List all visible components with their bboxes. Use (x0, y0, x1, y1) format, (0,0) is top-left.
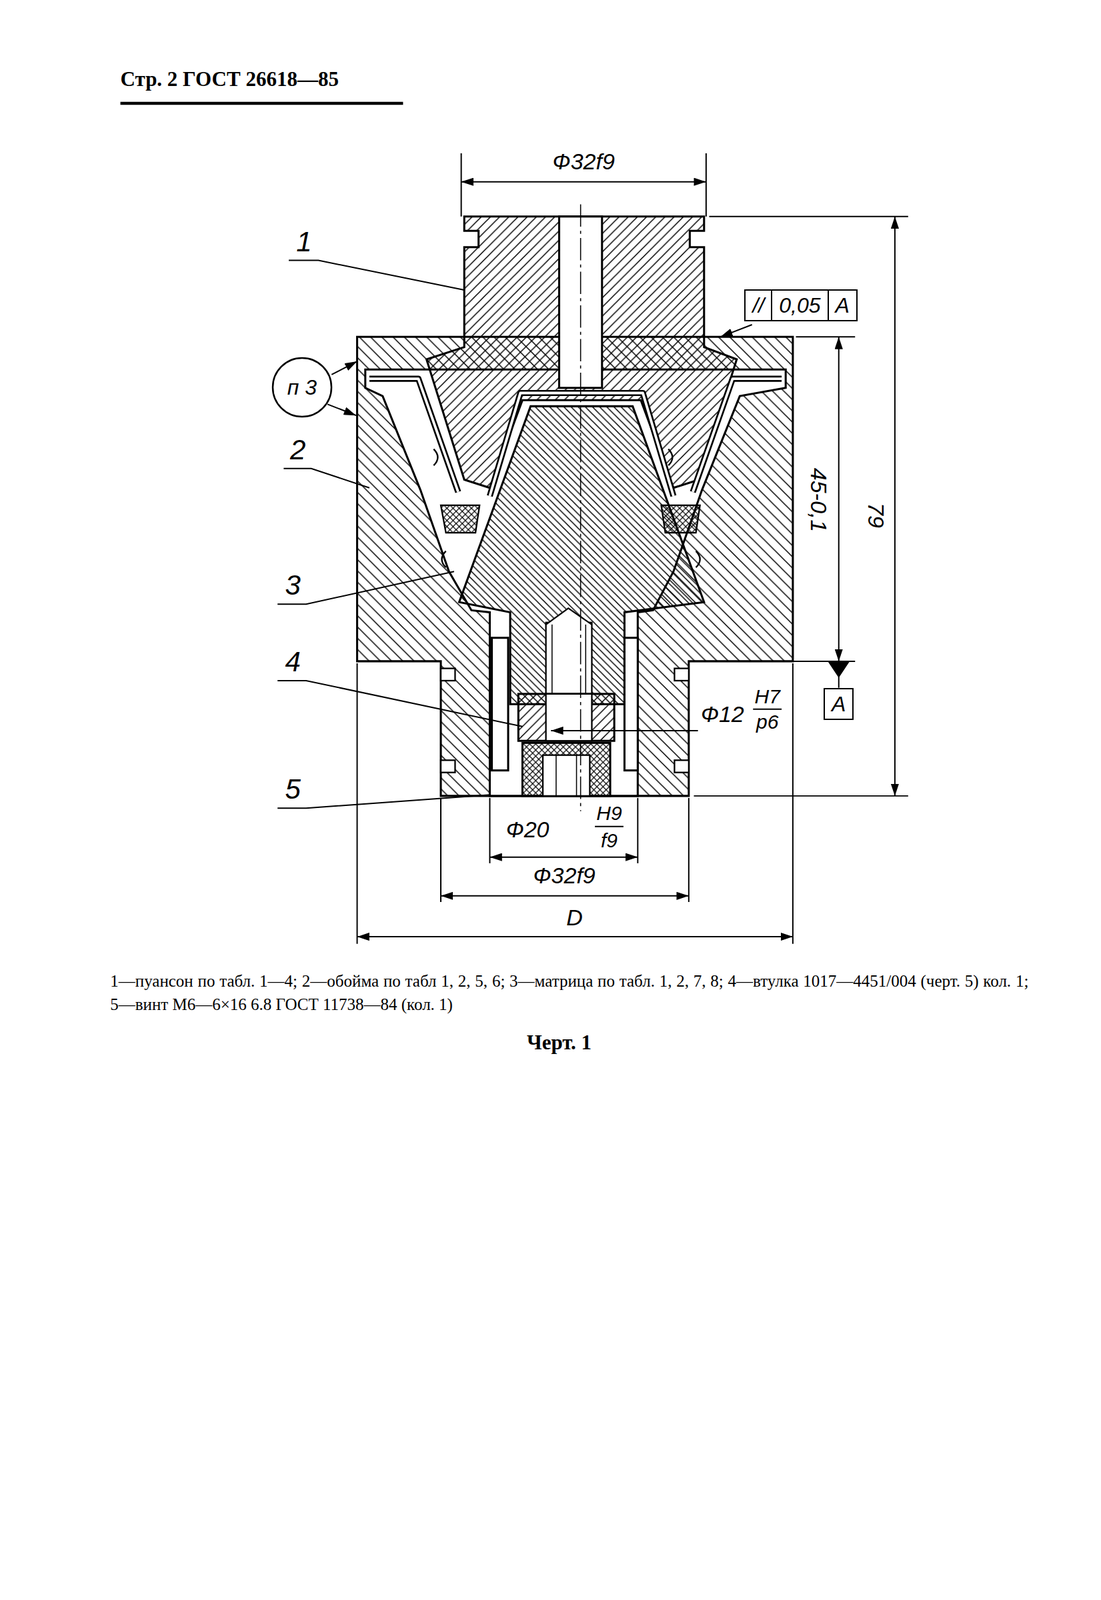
dimension-text: Ф32f9 (552, 148, 615, 175)
fasteners (546, 694, 593, 741)
leader-lines (277, 571, 455, 605)
parts-note: 1—пуансон по табл. 1—4; 2—обойма по табл… (110, 969, 1029, 1017)
fasteners (555, 755, 557, 797)
node-text: A (827, 290, 857, 321)
fasteners (522, 742, 611, 797)
fasteners (546, 608, 593, 625)
fasteners (492, 608, 639, 797)
fit-text: f9 (600, 829, 618, 853)
die-part (440, 406, 705, 705)
fit-text: p6 (756, 710, 779, 734)
datum-symbol (838, 676, 840, 689)
dimension-lines (356, 663, 359, 945)
datum-symbol (828, 661, 849, 689)
dimension-lines (708, 216, 908, 218)
node-text: // (745, 290, 771, 321)
die-part (661, 505, 701, 533)
dimension-lines (894, 216, 896, 797)
datum-box: A (823, 688, 854, 721)
dimension-lines (594, 826, 624, 828)
leader-lines (277, 680, 523, 727)
fasteners (518, 694, 615, 741)
fasteners (542, 755, 590, 797)
fit-text: H7 (754, 685, 780, 709)
leader-lines (277, 794, 490, 809)
tolerance-frame: //0,05A (744, 289, 857, 322)
dimension-lines (838, 336, 840, 662)
leader-lines (720, 324, 752, 337)
dimension-lines (636, 798, 639, 864)
dimension-text: 45-0,1 (805, 468, 832, 533)
callout-number: 4 (284, 646, 301, 679)
leader-lines (283, 468, 370, 489)
dimension-lines (752, 708, 782, 711)
dimension-text: Ф32f9 (533, 862, 596, 889)
holder-part (357, 336, 793, 797)
fasteners (624, 638, 638, 771)
dimension-lines (461, 181, 707, 183)
dimension-lines (688, 798, 690, 903)
node-text: п 3 (287, 376, 317, 399)
dimension-lines (792, 663, 794, 945)
fasteners (585, 624, 587, 695)
fasteners (551, 624, 553, 695)
dimension-lines (550, 730, 698, 732)
leader-lines (277, 260, 753, 809)
surface-callout-circle: п 3 (271, 356, 333, 419)
circle-outline (272, 358, 332, 417)
figure-caption: Черт. 1 (526, 1030, 592, 1055)
callout-number: 1 (296, 226, 312, 259)
fasteners (492, 638, 509, 771)
holder-part (365, 369, 786, 797)
dimension-lines (795, 336, 855, 338)
leader-lines (288, 260, 465, 291)
dimension-lines (440, 895, 689, 897)
fit-text: Ф12 (700, 701, 745, 728)
fit-text: Ф20 (506, 816, 550, 843)
fasteners (546, 622, 593, 695)
holder-part (357, 336, 793, 797)
leader-lines (331, 361, 357, 375)
dimension-lines (693, 795, 908, 797)
dimension-text: D (566, 904, 583, 931)
dimension-lines (705, 153, 707, 217)
holder-part (674, 668, 689, 681)
callout-number: 3 (284, 569, 301, 602)
holder-part (440, 760, 455, 773)
axis-line (580, 204, 582, 811)
holder-part (674, 760, 689, 773)
dimension-lines (357, 936, 793, 938)
header-rule (120, 102, 404, 106)
workpiece (369, 378, 782, 497)
leader-lines (327, 404, 357, 416)
datum-symbol (828, 661, 849, 677)
workpiece (369, 378, 782, 568)
node-text: A (831, 692, 846, 717)
dimension-lines (489, 856, 638, 859)
holder-part (440, 668, 455, 681)
workpiece (369, 378, 782, 497)
dimension-lines (357, 153, 909, 945)
fasteners (576, 755, 578, 797)
page-header: Стр. 2 ГОСТ 26618—85 (120, 67, 339, 92)
dimension-lines (488, 798, 491, 864)
node-text: 0,05 (770, 290, 827, 321)
die-part (440, 505, 480, 533)
dimension-lines (460, 153, 463, 217)
dimension-lines (440, 798, 442, 903)
callout-number: 2 (290, 434, 306, 467)
dimension-text: 79 (862, 502, 889, 529)
callout-number: 5 (284, 773, 301, 806)
fit-text: H9 (596, 802, 622, 825)
workpiece (433, 449, 700, 568)
